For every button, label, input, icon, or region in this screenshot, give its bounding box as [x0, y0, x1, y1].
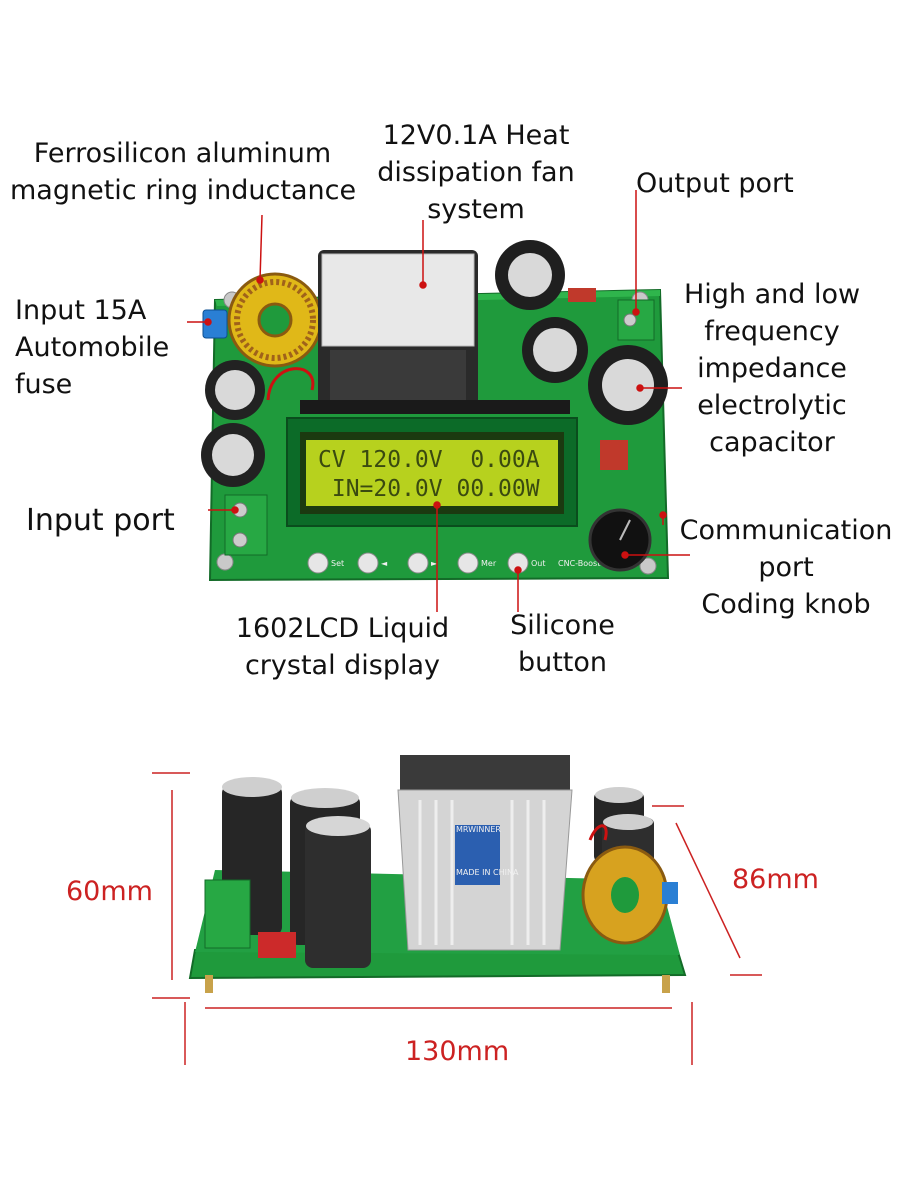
- label-button-line2: button: [517, 647, 608, 678]
- dimension-width: 130mm: [405, 1036, 510, 1067]
- button-label-mer: Mer: [481, 559, 497, 568]
- label-inductance: Ferrosilicon aluminum magnetic ring indu…: [10, 135, 357, 209]
- label-communication-line2: port: [758, 552, 814, 583]
- button-label-set: Set: [331, 559, 344, 568]
- top-board: CV 120.0V 0.00A IN=20.0V 00.00W Set ◄ ► …: [201, 240, 670, 582]
- button-label-left: ◄: [381, 559, 388, 568]
- label-inductance-line1: Ferrosilicon aluminum: [33, 138, 332, 169]
- heatsink-brand: MRWINNER: [456, 825, 501, 834]
- label-fan-line1: 12V0.1A Heat: [382, 120, 570, 151]
- heatsink-origin: MADE IN CHINA: [456, 868, 519, 877]
- label-button: Silicone button: [500, 607, 625, 681]
- button-set-icon: [307, 552, 329, 574]
- label-capacitor-line4: electrolytic: [697, 390, 847, 421]
- label-capacitor-line1: High and low: [683, 279, 861, 310]
- lcd-line-2: IN=20.0V 00.00W: [318, 476, 540, 502]
- label-input-port: Input port: [26, 503, 175, 538]
- label-lcd: 1602LCD Liquid crystal display: [225, 610, 460, 684]
- label-output-port: Output port: [636, 168, 794, 199]
- label-button-line1: Silicone: [510, 610, 615, 641]
- button-row: Set ◄ ► Mer Out CNC-Boost: [307, 552, 600, 574]
- button-mer-icon: [457, 552, 479, 574]
- label-capacitor: High and low frequency impedance electro…: [662, 276, 882, 461]
- callout-lines: [187, 190, 690, 612]
- button-label-right: ►: [431, 559, 438, 568]
- label-inductance-line2: magnetic ring inductance: [10, 175, 357, 206]
- label-communication-line3: Coding knob: [701, 589, 871, 620]
- label-communication: Communication port Coding knob: [672, 512, 900, 623]
- side-board: MRWINNER MADE IN CHINA: [188, 755, 687, 993]
- label-lcd-line2: crystal display: [244, 650, 441, 681]
- dimension-height: 60mm: [66, 876, 153, 907]
- label-fuse-line3: fuse: [15, 369, 73, 400]
- label-capacitor-line2: frequency: [704, 316, 840, 347]
- label-fan-line2: dissipation fan: [377, 157, 575, 188]
- label-fuse-line2: Automobile: [15, 332, 170, 363]
- label-fan: 12V0.1A Heat dissipation fan system: [356, 117, 596, 228]
- button-left-icon: [357, 552, 379, 574]
- label-fuse-line1: Input 15A: [15, 295, 147, 326]
- dimension-lines: [152, 772, 762, 1065]
- button-right-icon: [407, 552, 429, 574]
- board-model-label: CNC-Boost: [558, 559, 600, 568]
- label-fan-line3: system: [427, 194, 525, 225]
- label-communication-line1: Communication: [679, 515, 893, 546]
- label-fuse: Input 15A Automobile fuse: [15, 292, 169, 403]
- label-lcd-line1: 1602LCD Liquid: [235, 613, 450, 644]
- label-capacitor-line5: capacitor: [709, 427, 835, 458]
- label-capacitor-line3: impedance: [697, 353, 847, 384]
- dimension-depth: 86mm: [732, 864, 819, 895]
- button-label-out: Out: [531, 559, 546, 568]
- lcd-line-1: CV 120.0V 0.00A: [318, 447, 540, 473]
